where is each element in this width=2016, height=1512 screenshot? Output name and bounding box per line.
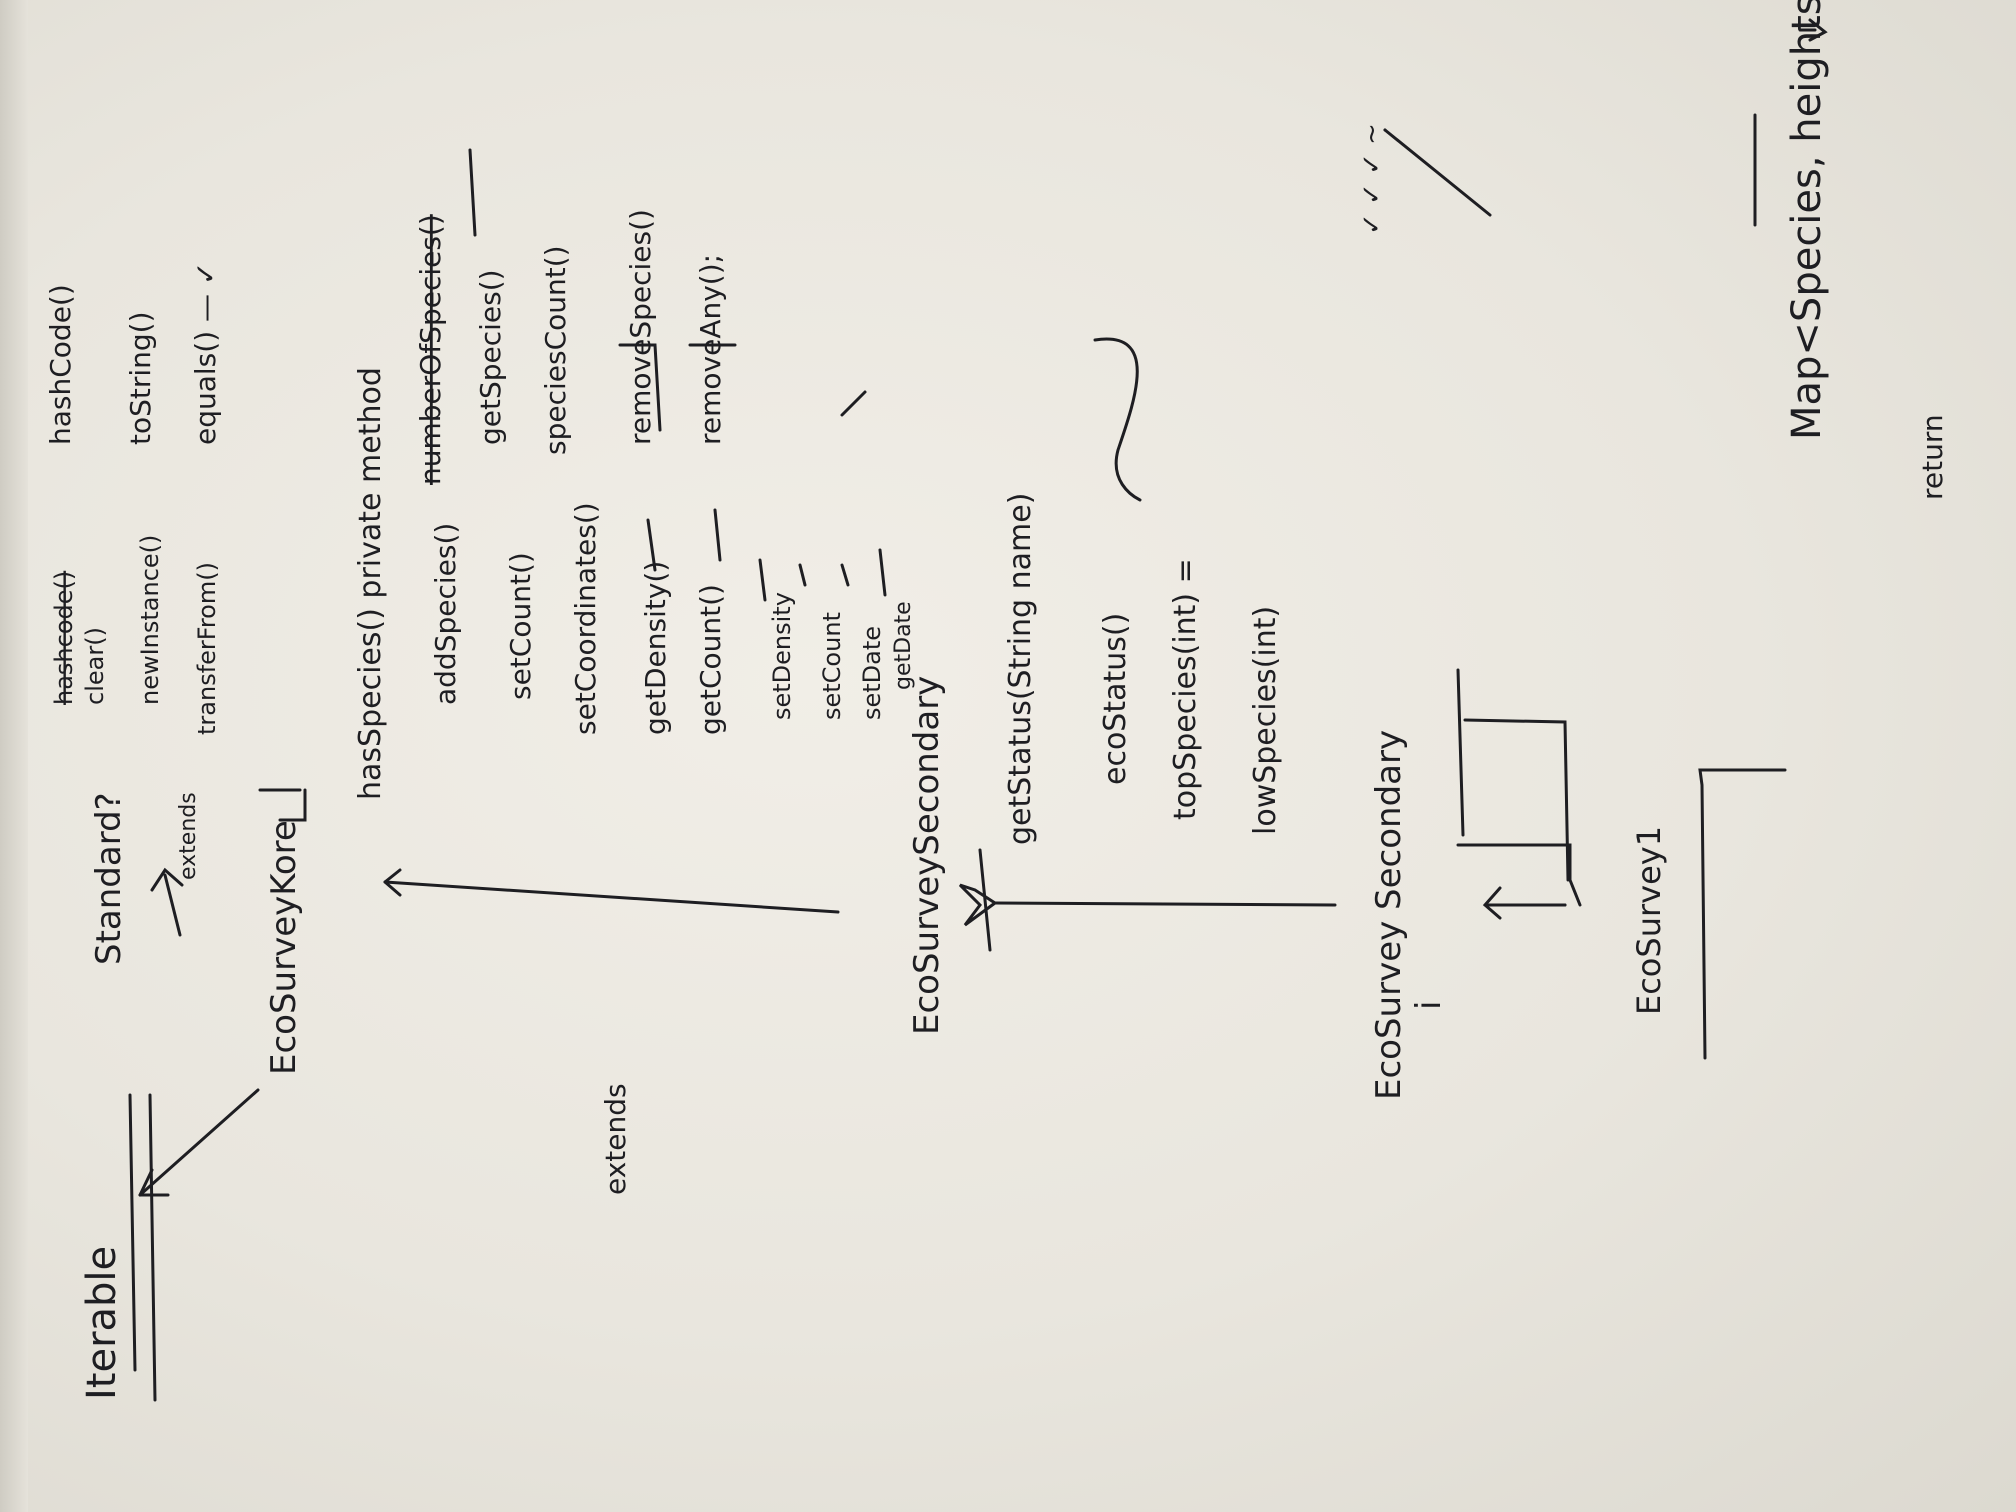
curved-annotation xyxy=(1093,337,1142,502)
standard-arrow xyxy=(150,867,184,937)
clear-method: clear() xyxy=(81,627,109,705)
set-count-method-2: setCount xyxy=(818,612,846,720)
equals-method: equals() — ✓ xyxy=(189,262,222,445)
extends-arrow-line xyxy=(383,880,840,914)
has-species-method: hasSpecies() private method xyxy=(353,367,388,800)
ecosurvey-kore-label: EcoSurveyKore xyxy=(264,820,304,1075)
remove-any-method: removeAny(); xyxy=(694,254,727,445)
set-date-method: setDate xyxy=(858,626,886,720)
iterable-underline-1 xyxy=(128,1093,137,1372)
page-edge xyxy=(0,0,28,1512)
set-coordinates-method: setCoordinates() xyxy=(569,502,602,735)
set-count-method: setCount() xyxy=(504,552,537,700)
get-density-method: getDensity() xyxy=(639,561,672,735)
extends-long-label: extends xyxy=(599,1083,632,1195)
map-arrow xyxy=(1798,18,1828,42)
remove-box-1 xyxy=(618,343,662,432)
ecosurvey-secondary-label: EcoSurveySecondary xyxy=(907,676,947,1035)
implements-arrow-line xyxy=(138,1088,260,1197)
standard-label: Standard? xyxy=(89,792,129,965)
margin-checkmarks: ✓ ✓ ✓ ~ xyxy=(1357,123,1387,235)
small-arrow xyxy=(1482,886,1567,920)
remove-species-method: removeSpecies() xyxy=(624,209,657,445)
set-density-method: setDensity xyxy=(768,592,796,720)
number-of-species-method: numberOfSpecies() xyxy=(414,214,447,485)
implements-arrow-head xyxy=(138,1168,170,1197)
ecosurvey-secondary-2-label: EcoSurvey Secondary xyxy=(1369,730,1409,1100)
stray-mark xyxy=(840,390,867,417)
get-count-method: getCount() xyxy=(694,584,727,735)
secondary-arrow-bar xyxy=(978,848,992,952)
ecosurvey1-label: EcoSurvey1 xyxy=(1630,826,1668,1015)
species-count-method: speciesCount() xyxy=(539,245,572,455)
transfer-from-method: transferFrom() xyxy=(193,562,221,735)
bracket-top xyxy=(1456,668,1465,837)
get-status-method: getStatus(String name) xyxy=(1003,493,1038,845)
ecosurvey1-bracket xyxy=(1698,768,1787,1060)
new-instance-method: newInstance() xyxy=(136,535,164,705)
bracket-mid xyxy=(1456,843,1572,882)
low-species-method: lowSpecies(int) xyxy=(1248,606,1283,835)
i-marker: i xyxy=(1409,1001,1449,1010)
iterable-label: Iterable xyxy=(79,1246,125,1400)
secondary-arrow-line xyxy=(993,901,1337,907)
secondary-arrow-head xyxy=(958,883,997,927)
extends-short-label: extends xyxy=(176,792,201,880)
extends-arrow-head xyxy=(383,868,402,897)
top-species-method: topSpecies(int) = xyxy=(1168,558,1203,820)
hashcode-struck: hashcode() xyxy=(50,571,78,705)
kore-bracket xyxy=(258,788,307,822)
get-date-method: getDate xyxy=(891,601,916,690)
eco-status-method: ecoStatus() xyxy=(1098,613,1133,785)
add-species-method: addSpecies() xyxy=(429,523,462,705)
iterable-underline-2 xyxy=(148,1093,157,1402)
get-species-method: getSpecies() xyxy=(474,269,507,445)
tostring-method: toString() xyxy=(124,311,157,445)
bracket-inner xyxy=(1463,718,1570,882)
map-species-label: Map<Species, heights xyxy=(1784,0,1830,440)
top-right-slash xyxy=(1383,128,1492,217)
hashcode-method: hashCode() xyxy=(44,284,77,445)
return-label: return xyxy=(1916,414,1949,500)
bracket-joint xyxy=(1568,878,1582,907)
method-dashes xyxy=(468,148,887,602)
